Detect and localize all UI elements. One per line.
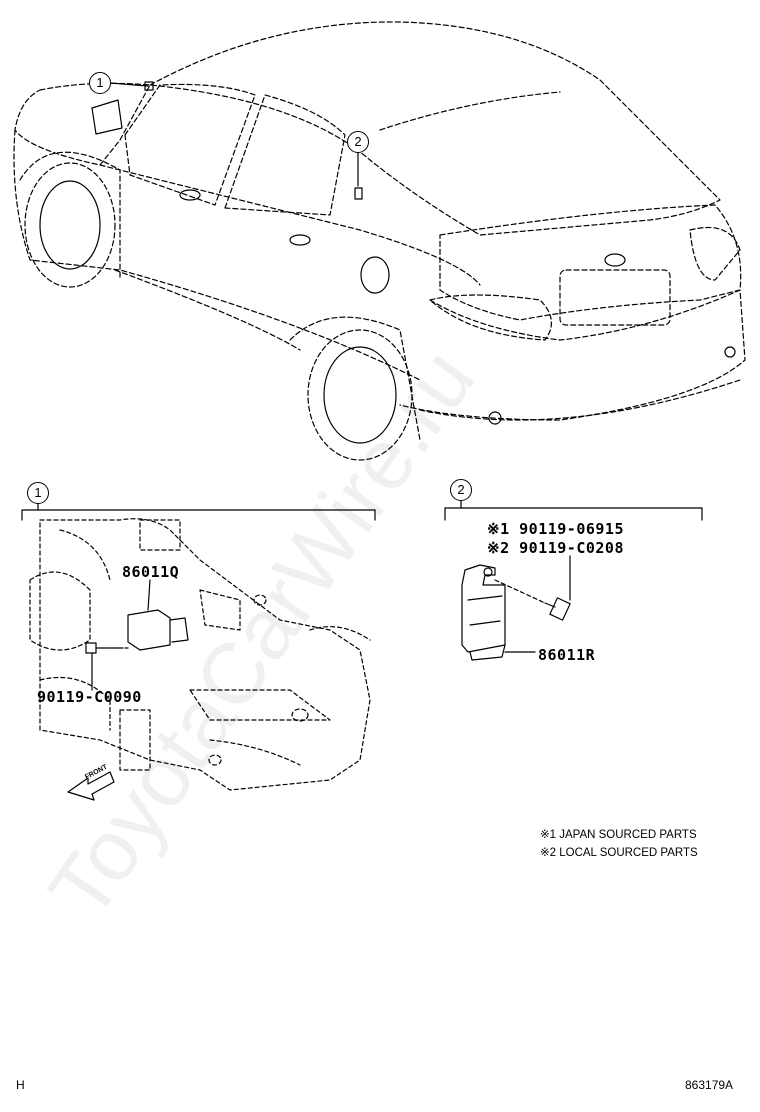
part-label-90119-06915: ※1 90119-06915 (487, 520, 624, 538)
callout-1-leader (109, 82, 149, 87)
section-1-bracket (21, 502, 376, 521)
bolt-section-2 (544, 555, 571, 621)
car-illustration (13, 21, 746, 461)
callout-section-2: 2 (450, 479, 472, 501)
sensor-86011R (461, 564, 546, 661)
part-label-90119-C0090: 90119-C0090 (37, 688, 142, 706)
engine-bay-illustration (29, 518, 371, 791)
callout-car-1: 1 (89, 72, 111, 94)
figure-id: 863179A (685, 1078, 734, 1092)
callout-car-2: 2 (347, 131, 369, 153)
front-arrow (67, 771, 115, 801)
sensor-86011Q (127, 579, 189, 651)
part-label-86011R: 86011R (538, 646, 596, 664)
note-local-sourced: ※2 LOCAL SOURCED PARTS (540, 847, 698, 859)
part-label-86011Q: 86011Q (122, 563, 180, 581)
bolt-90119-C0090 (85, 642, 131, 691)
callout-section-1: 1 (27, 482, 49, 504)
section-2-bracket (444, 499, 703, 521)
part-label-90119-C0208: ※2 90119-C0208 (487, 539, 624, 557)
note-japan-sourced: ※1 JAPAN SOURCED PARTS (540, 829, 697, 841)
footer-code: H (16, 1078, 25, 1092)
